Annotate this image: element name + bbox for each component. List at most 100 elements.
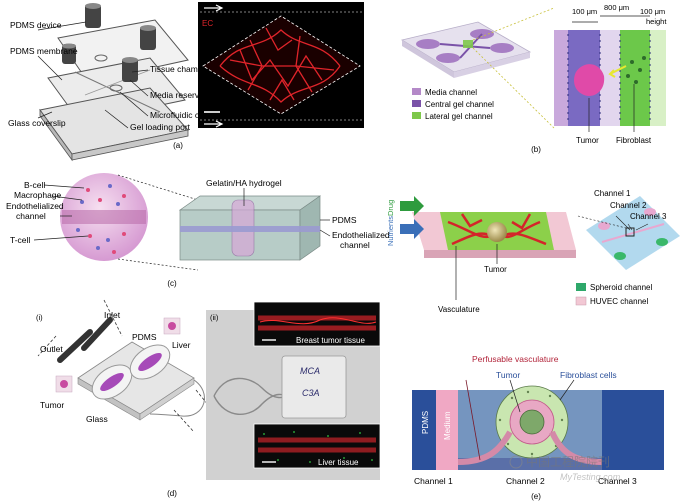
- medium-channel: [436, 390, 458, 470]
- label-pdms-membrane: PDMS membrane: [10, 46, 78, 56]
- label-breast-tissue: Breast tumor tissue: [296, 336, 365, 345]
- label-gel-loading-port: Gel loading port: [130, 122, 191, 132]
- legend-swatch-lateral: [412, 112, 421, 119]
- label-liver-tissue: Liver tissue: [318, 458, 359, 467]
- label-tumor-e: Tumor: [484, 265, 507, 274]
- label-endothelialized-left: Endothelialized: [6, 201, 64, 211]
- immune-cells: [76, 184, 126, 254]
- label-liver: Liver: [172, 340, 191, 350]
- legend-swatch-spheroid: [576, 283, 586, 291]
- label-perfusable-vasculature: Perfusable vasculature: [472, 354, 559, 364]
- handwriting-mca: MCA: [300, 366, 320, 376]
- caption-a: (a): [173, 141, 183, 150]
- label-nutrients: Nutrients: [386, 216, 395, 246]
- legend-media-channel: Media channel: [425, 88, 477, 97]
- legend-central-gel: Central gel channel: [425, 100, 494, 109]
- tumor-spheroid: [487, 222, 507, 242]
- panel-d-device: [37, 299, 215, 433]
- label-fibroblast-cells: Fibroblast cells: [560, 370, 617, 380]
- sphere-channel: [62, 210, 146, 224]
- breast-tissue-image: [253, 301, 381, 347]
- label-channel-right: channel: [340, 240, 370, 250]
- label-channel-3-bottom: Channel 3: [598, 476, 637, 486]
- label-pdms-d: PDMS: [132, 332, 157, 342]
- label-tissue-chamber: Tissue chamber: [150, 64, 210, 74]
- watermark-text-cn: 中国工程院院刊: [526, 454, 610, 469]
- panel-b-legend: Media channel Central gel channel Latera…: [412, 88, 494, 121]
- label-sub-ii: (ii): [210, 313, 219, 322]
- hydrogel-block: [178, 195, 322, 261]
- legend-swatch-media: [412, 88, 421, 95]
- label-tumor-e-bottom: Tumor: [496, 370, 520, 380]
- panel-a-pointers: [37, 21, 149, 129]
- panel-c-pointers: [33, 174, 199, 271]
- handwriting-c3a: C3A: [302, 388, 320, 398]
- label-tumor-b: Tumor: [576, 136, 599, 145]
- legend-lateral-gel: Lateral gel channel: [425, 112, 493, 121]
- liver-tissue-image: [253, 423, 381, 469]
- label-endothelialized-right: Endothelialized: [332, 230, 390, 240]
- caption-e: (e): [531, 492, 541, 501]
- panel-e-top: Drug Nutrients Tumor Vasculature Channel…: [386, 189, 680, 314]
- caption-c: (c): [167, 279, 177, 288]
- flow-arrows: [37, 299, 215, 433]
- drug-arrow: [400, 196, 424, 216]
- dim-100um-left: 100 μm: [572, 7, 597, 16]
- label-b-cell: B-cell: [24, 180, 45, 190]
- legend-swatch-huvec: [575, 296, 587, 306]
- label-macrophage: Macrophage: [14, 190, 62, 200]
- dim-100um-right: 100 μm: [640, 7, 665, 16]
- ec-micrograph: EC: [198, 2, 364, 128]
- dim-800um: 800 μm: [604, 3, 629, 12]
- dim-height: height: [646, 17, 667, 26]
- label-glass-coverslip: Glass coverslip: [8, 118, 66, 128]
- watermark: 中国工程院院刊 MyTesting.com: [509, 454, 621, 482]
- caption-d: (d): [167, 489, 177, 498]
- label-outlet: Outlet: [40, 344, 63, 354]
- label-vasculature: Vasculature: [438, 305, 480, 314]
- legend-huvec-channel: HUVEC channel: [590, 297, 648, 306]
- panel-c-right-pointers: [243, 188, 331, 237]
- ec-label: EC: [202, 19, 213, 28]
- watermark-text-en: MyTesting.com: [560, 472, 621, 482]
- label-pdms-c: PDMS: [332, 215, 357, 225]
- label-media-reservoir: Media reservoir: [150, 90, 209, 100]
- organ-chip-device: [39, 3, 189, 162]
- legend-swatch-central: [412, 100, 421, 107]
- label-medium: Medium: [443, 411, 452, 440]
- fibroblast-cells: [626, 56, 646, 84]
- label-channel-1-bottom: Channel 1: [414, 476, 453, 486]
- label-channel-2-bottom: Channel 2: [506, 476, 545, 486]
- label-channel-2-top: Channel 2: [610, 201, 647, 210]
- label-channel-1-top: Channel 1: [594, 189, 631, 198]
- panel-e-bottom: Perfusable vasculature Tumor Fibroblast …: [412, 354, 664, 501]
- label-drug: Drug: [386, 200, 395, 216]
- nutrient-arrow: [400, 219, 424, 239]
- label-pdms-device: PDMS device: [10, 20, 62, 30]
- panel-b-device: [400, 7, 555, 129]
- panel-a: PDMS device PDMS membrane Glass coversli…: [8, 2, 364, 162]
- label-microfluidic-channel: Microfluidic channel: [150, 110, 225, 120]
- label-t-cell: T-cell: [10, 235, 30, 245]
- label-hydrogel: Gelatin/HA hydrogel: [206, 178, 282, 188]
- chip-photo: MCA C3A: [206, 301, 381, 480]
- label-channel-left: channel: [16, 211, 46, 221]
- label-tumor-d: Tumor: [40, 400, 64, 410]
- legend-spheroid-channel: Spheroid channel: [590, 283, 652, 292]
- label-glass: Glass: [86, 414, 108, 424]
- label-pdms-e: PDMS: [421, 411, 430, 434]
- panel-b-zoom: 100 μm 800 μm 100 μm height Tumor Fibrob…: [554, 3, 667, 145]
- label-sub-i: (i): [36, 313, 43, 322]
- vessel-network: [219, 27, 341, 103]
- panel-c: B-cell Macrophage Endothelialized channe…: [6, 173, 390, 288]
- tumor-core: [519, 409, 545, 435]
- chip-top-view: [577, 196, 680, 270]
- tumor-cluster: [574, 64, 605, 96]
- panel-b: Media channel Central gel channel Latera…: [400, 3, 667, 154]
- caption-b: (b): [531, 145, 541, 154]
- label-fibroblast: Fibroblast: [616, 136, 652, 145]
- label-channel-3-top: Channel 3: [630, 212, 667, 221]
- panel-d: (i) Inlet PDMS Outlet Live: [36, 299, 381, 498]
- label-inlet: Inlet: [104, 310, 121, 320]
